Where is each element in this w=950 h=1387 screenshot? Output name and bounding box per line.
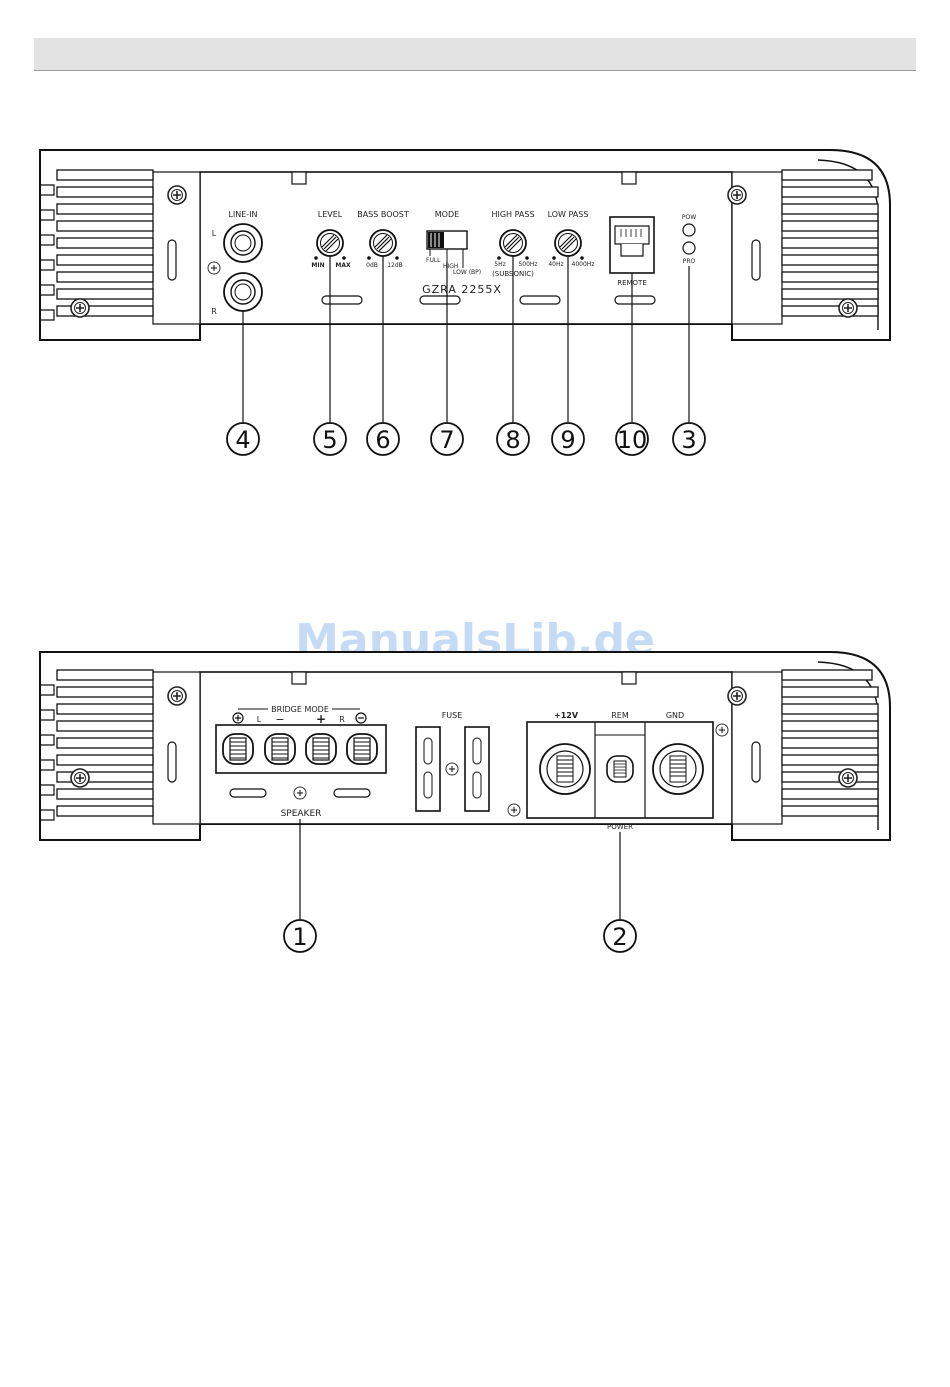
speaker-terminal[interactable] [223, 734, 253, 764]
screw-icon [716, 724, 728, 736]
bridge-r-label: R [339, 715, 345, 724]
lp-max-label: 4000Hz [572, 261, 595, 268]
rca-right-jack[interactable] [224, 273, 262, 311]
line-in-r-label: R [211, 307, 217, 316]
remote-port[interactable] [610, 217, 654, 273]
callout-3: 3 [681, 426, 696, 454]
screw-icon [71, 299, 89, 317]
plus-12v-terminal[interactable] [540, 744, 590, 794]
callout-4: 4 [235, 426, 250, 454]
bass-min-label: 0dB [366, 262, 378, 269]
speaker-label: SPEAKER [281, 809, 322, 819]
screw-icon [168, 186, 186, 204]
level-max-label: MAX [335, 262, 351, 269]
low-pass-label: LOW PASS [548, 210, 589, 219]
front-panel: LINE-IN L R LEVEL MIN MAX BASS BOOST 0dB… [40, 150, 890, 455]
low-pass-knob[interactable] [555, 230, 581, 256]
rem-terminal[interactable] [607, 756, 633, 782]
pow-label: POW [682, 214, 696, 221]
mode-low-label: LOW (BP) [453, 269, 481, 276]
mode-switch[interactable] [427, 231, 467, 249]
bass-boost-label: BASS BOOST [357, 210, 409, 219]
screw-icon [446, 763, 458, 775]
lp-min-label: 40Hz [548, 261, 563, 268]
mode-label: MODE [435, 210, 459, 219]
rem-label: REM [611, 711, 629, 720]
level-min-label: MIN [311, 262, 324, 269]
high-pass-knob[interactable] [500, 230, 526, 256]
screw-icon [839, 299, 857, 317]
power-led [683, 224, 695, 236]
bass-boost-knob[interactable] [370, 230, 396, 256]
screw-icon [168, 687, 186, 705]
callout-8: 8 [505, 426, 520, 454]
speaker-terminal[interactable] [306, 734, 336, 764]
bass-max-label: 12dB [387, 262, 403, 269]
gnd-label: GND [666, 711, 684, 720]
callout-7: 7 [439, 426, 454, 454]
speaker-terminal[interactable] [347, 734, 377, 764]
line-in-l-label: L [212, 229, 217, 238]
model-name: GZRA 2255X [422, 283, 502, 296]
gnd-terminal[interactable] [653, 744, 703, 794]
fuse-label: FUSE [442, 711, 463, 720]
screw-icon [839, 769, 857, 787]
fuse-right[interactable] [465, 727, 489, 811]
rear-panel: BRIDGE MODE L − + R SPEAKER FUSE [40, 652, 890, 952]
callout-6: 6 [375, 426, 390, 454]
screw-icon [294, 787, 306, 799]
power-label: POWER [607, 823, 633, 831]
screw-icon [208, 262, 220, 274]
mode-full-label: FULL [426, 257, 441, 264]
hp-min-label: 5Hz [494, 261, 505, 268]
screw-icon [728, 186, 746, 204]
hp-max-label: 500Hz [518, 261, 537, 268]
callout-5: 5 [322, 426, 337, 454]
protect-led [683, 242, 695, 254]
screw-icon [728, 687, 746, 705]
callout-1: 1 [292, 923, 307, 951]
bridge-plus-label: + [316, 712, 326, 726]
fuse-left[interactable] [416, 727, 440, 811]
speaker-terminal[interactable] [265, 734, 295, 764]
bridge-minus-label: − [275, 713, 284, 726]
callout-10: 10 [617, 426, 648, 454]
level-knob[interactable] [317, 230, 343, 256]
rca-left-jack[interactable] [224, 224, 262, 262]
high-pass-label: HIGH PASS [491, 210, 534, 219]
plus-12v-label: +12V [554, 711, 579, 720]
bridge-l-label: L [257, 715, 262, 724]
screw-icon [71, 769, 89, 787]
pro-label: PRO [683, 258, 696, 265]
callout-9: 9 [560, 426, 575, 454]
callout-2: 2 [612, 923, 627, 951]
screw-icon [508, 804, 520, 816]
line-in-label: LINE-IN [228, 210, 257, 219]
level-label: LEVEL [318, 210, 343, 219]
